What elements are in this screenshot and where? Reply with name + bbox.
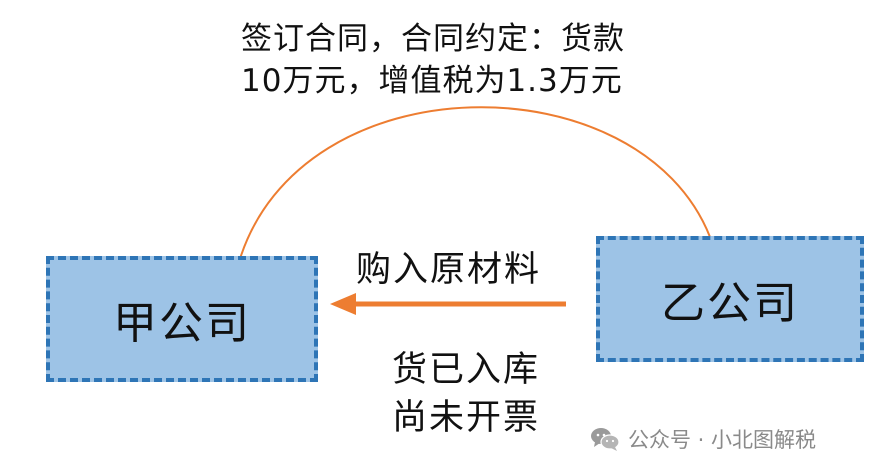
goods-status: 货已入库 尚未开票 — [392, 346, 540, 442]
wechat-icon — [591, 428, 620, 451]
party-a-box: 甲公司 — [46, 256, 318, 382]
watermark: 公众号 · 小北图解税 — [590, 424, 816, 454]
contract-note: 签订合同，合同约定：货款 10万元，增值税为1.3万元 — [241, 18, 701, 102]
party-a-label: 甲公司 — [113, 298, 251, 349]
contract-arc — [238, 106, 711, 263]
purchase-label: 购入原材料 — [356, 250, 542, 290]
party-b-box: 乙公司 — [596, 236, 864, 362]
goods-status-line-1: 货已入库 — [392, 350, 541, 390]
contract-note-line-1: 签订合同，合同约定：货款 — [241, 21, 625, 57]
watermark-text: 公众号 · 小北图解税 — [628, 428, 817, 452]
goods-status-line-2: 尚未开票 — [392, 398, 541, 438]
party-b-label: 乙公司 — [661, 278, 799, 329]
goods-flow-arrow-head — [330, 293, 356, 315]
contract-note-line-2: 10万元，增值税为1.3万元 — [241, 63, 623, 99]
